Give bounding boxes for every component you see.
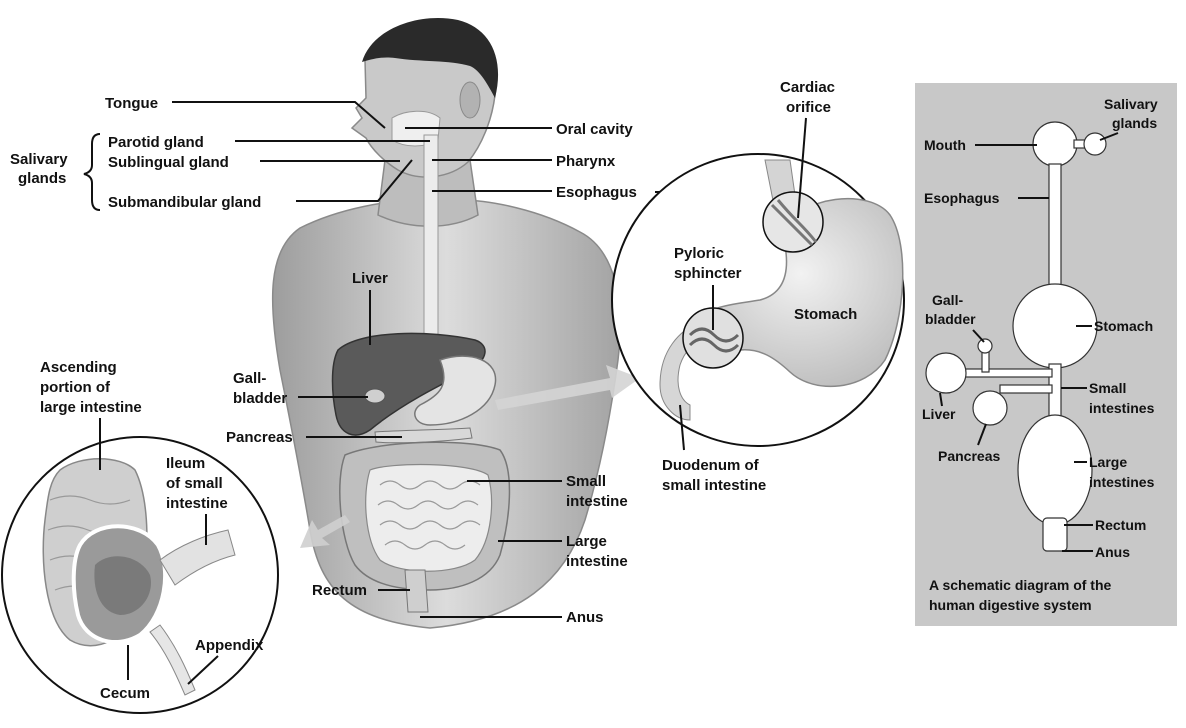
- schem-label-pancreas: Pancreas: [938, 448, 1000, 464]
- schem-label-small-2: intestines: [1089, 400, 1155, 416]
- label-appendix: Appendix: [195, 637, 264, 654]
- label-pharynx: Pharynx: [556, 153, 616, 170]
- intestine-inset: Ascending portion of large intestine Ile…: [2, 359, 278, 713]
- schem-rectum: [1043, 518, 1067, 551]
- schem-label-rectum: Rectum: [1095, 517, 1146, 533]
- label-ascending-1: Ascending: [40, 359, 117, 376]
- schem-label-salivary-2: glands: [1112, 115, 1157, 131]
- label-ileum-3: intestine: [166, 495, 228, 512]
- label-salivary-glands-2: glands: [18, 170, 66, 187]
- schem-label-large-1: Large: [1089, 454, 1127, 470]
- schem-label-esophagus: Esophagus: [924, 190, 1000, 206]
- label-liver: Liver: [352, 270, 388, 287]
- schem-pancreas: [973, 391, 1007, 425]
- schem-caption-1: A schematic diagram of the: [929, 577, 1112, 593]
- label-oral-cavity: Oral cavity: [556, 121, 633, 138]
- label-salivary-glands-1: Salivary: [10, 151, 68, 168]
- label-parotid-gland: Parotid gland: [108, 134, 204, 151]
- schem-label-salivary-1: Salivary: [1104, 96, 1158, 112]
- schem-label-small-1: Small: [1089, 380, 1126, 396]
- label-ileum-2: of small: [166, 475, 223, 492]
- label-gallbladder-2: bladder: [233, 390, 287, 407]
- label-pyloric-sphincter-1: Pyloric: [674, 245, 724, 262]
- label-anus: Anus: [566, 609, 604, 626]
- schem-caption-2: human digestive system: [929, 597, 1092, 613]
- label-ileum-1: Ileum: [166, 455, 205, 472]
- label-cardiac-orifice-2: orifice: [786, 99, 831, 116]
- label-tongue: Tongue: [105, 95, 158, 112]
- label-large-intestine-1: Large: [566, 533, 607, 550]
- schem-label-stomach: Stomach: [1094, 318, 1153, 334]
- label-ascending-2: portion of: [40, 379, 111, 396]
- schem-esophagus: [1049, 164, 1061, 294]
- label-submandibular-gland: Submandibular gland: [108, 194, 261, 211]
- label-sublingual-gland: Sublingual gland: [108, 154, 229, 171]
- label-cardiac-orifice-1: Cardiac: [780, 79, 835, 96]
- label-stomach: Stomach: [794, 306, 857, 323]
- schem-liver-duct: [962, 369, 1052, 377]
- schem-label-mouth: Mouth: [924, 137, 966, 153]
- label-rectum: Rectum: [312, 582, 367, 599]
- ear: [460, 82, 480, 118]
- schem-label-large-2: intestines: [1089, 474, 1155, 490]
- schem-pancreas-duct: [1000, 385, 1052, 393]
- schem-label-liver: Liver: [922, 406, 956, 422]
- label-small-intestine-2: intestine: [566, 493, 628, 510]
- stomach-inset: Cardiac orifice Pyloric sphincter Stomac…: [612, 79, 904, 494]
- label-duodenum-1: Duodenum of: [662, 457, 760, 474]
- schem-label-gallbladder-1: Gall-: [932, 292, 963, 308]
- cardiac-orifice-zoom: [763, 192, 823, 252]
- schem-label-anus: Anus: [1095, 544, 1130, 560]
- label-large-intestine-2: intestine: [566, 553, 628, 570]
- label-small-intestine-1: Small: [566, 473, 606, 490]
- schem-mouth: [1033, 122, 1077, 166]
- label-cecum: Cecum: [100, 685, 150, 702]
- schem-gallbladder: [978, 339, 992, 353]
- schem-large-intestine: [1018, 415, 1092, 525]
- schem-salivary-gland: [1084, 133, 1106, 155]
- label-pyloric-sphincter-2: sphincter: [674, 265, 742, 282]
- label-esophagus: Esophagus: [556, 184, 637, 201]
- schem-liver: [926, 353, 966, 393]
- label-gallbladder-1: Gall-: [233, 370, 266, 387]
- label-ascending-3: large intestine: [40, 399, 142, 416]
- esophagus-tube: [424, 135, 438, 365]
- salivary-glands-brace: [84, 134, 100, 210]
- label-duodenum-2: small intestine: [662, 477, 766, 494]
- label-pancreas: Pancreas: [226, 429, 293, 446]
- schem-label-gallbladder-2: bladder: [925, 311, 976, 327]
- schematic-panel: Salivary glands Mouth Esophagus Gall- bl…: [915, 83, 1177, 626]
